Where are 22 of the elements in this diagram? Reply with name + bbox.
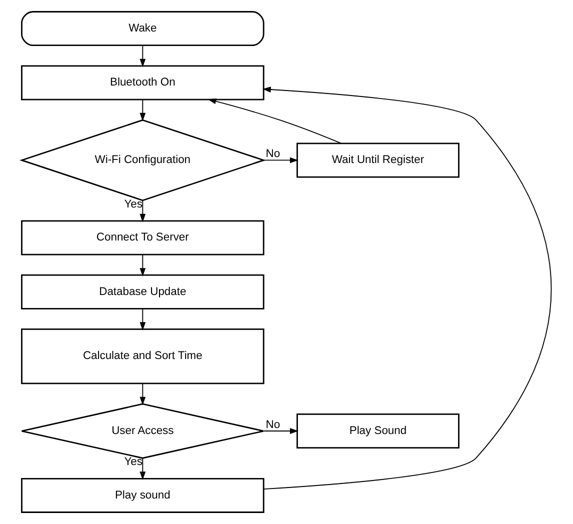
edge-label: No: [266, 148, 280, 160]
edge-label: No: [266, 418, 280, 431]
arrow: [264, 428, 298, 434]
arrow: [264, 157, 298, 164]
arrow: [140, 254, 146, 276]
edge-label: Yes: [124, 198, 142, 211]
arrow: [140, 308, 146, 331]
node-box: Database Update: [21, 274, 264, 310]
node-box: Play sound: [21, 478, 264, 513]
node-box: Bluetooth On: [21, 65, 264, 100]
arrow: [140, 458, 146, 480]
arrow: [140, 383, 146, 406]
node-box: Connect To Server: [21, 220, 264, 256]
arrow: [140, 99, 146, 122]
node-box: Calculate and Sort Time: [21, 328, 264, 384]
arrow: [262, 86, 552, 490]
arrow: [140, 44, 146, 68]
node-box: Wake: [21, 11, 264, 46]
arrow: [208, 98, 342, 144]
node-box: Play Sound: [296, 414, 460, 449]
arrow: [140, 200, 146, 222]
node-box: Wait Until Register: [296, 142, 460, 178]
